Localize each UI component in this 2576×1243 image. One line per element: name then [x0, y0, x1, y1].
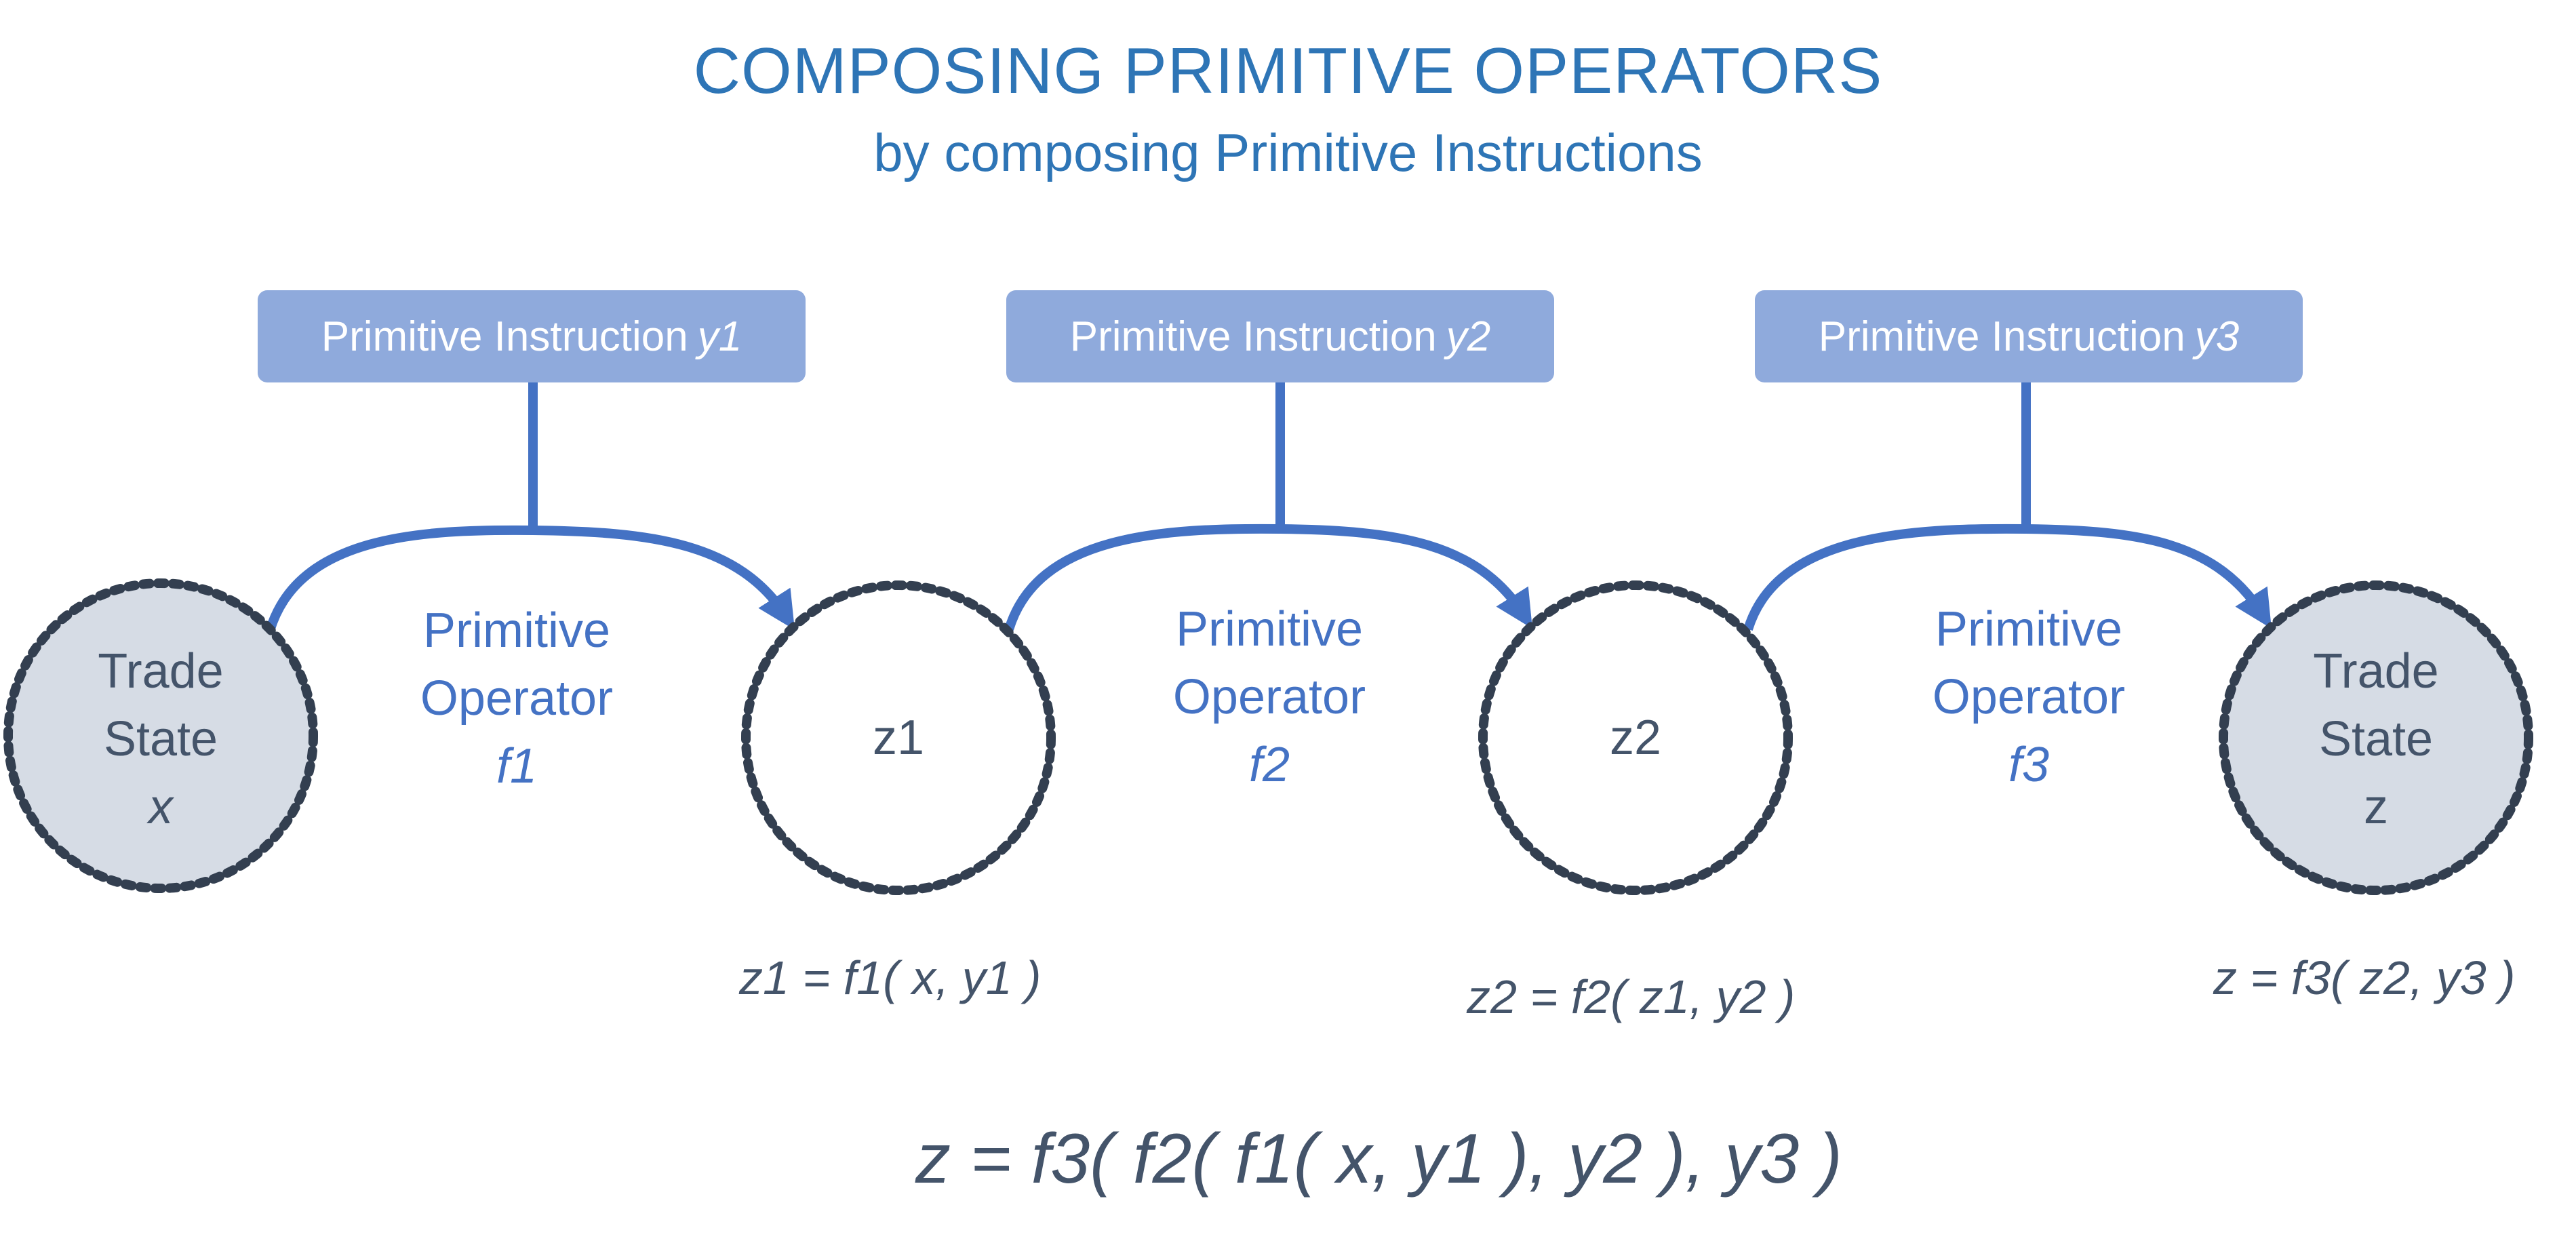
instruction-var: y3 [2194, 313, 2240, 360]
equation-z: z = f3( z2, y3 ) [2213, 951, 2516, 1004]
operator-line2: Operator [420, 671, 614, 726]
operator-line2: Operator [1932, 670, 2126, 724]
z1-node [741, 580, 1056, 895]
instruction-var: y1 [697, 313, 742, 360]
instruction-box-y1: Primitive Instruction y1 [258, 290, 806, 382]
diagram-title: COMPOSING PRIMITIVE OPERATORS [693, 35, 1883, 107]
operator-line2: Operator [1172, 670, 1366, 724]
operator-line1: Primitive [1175, 602, 1363, 656]
z2-node [1478, 580, 1793, 895]
equation-z2: z2 = f2( z1, y2 ) [1467, 970, 1796, 1023]
trade-state-z-label: Trade State z [2240, 637, 2512, 841]
node-var: z [2364, 780, 2388, 834]
z1-label: z1 [872, 711, 925, 765]
diagram-subtitle: by composing Primitive Instructions [873, 123, 1703, 182]
trade-state-x-label: Trade State x [25, 637, 296, 841]
instruction-var: y2 [1446, 313, 1491, 360]
operator-label-f2: Primitive Operator f2 [1100, 595, 1439, 799]
node-line2: State [103, 712, 218, 766]
instruction-box-y3: Primitive Instruction y3 [1755, 290, 2303, 382]
operator-arrow-f1 [265, 525, 795, 633]
node-line2: State [2318, 712, 2434, 766]
operator-line1: Primitive [1935, 602, 2122, 656]
final-composition-equation: z = f3( f2( f1( x, y1 ), y2 ), y3 ) [915, 1120, 1842, 1198]
trade-state-x-node [3, 578, 318, 893]
node-var: x [148, 780, 173, 834]
operator-fn: f1 [496, 739, 538, 793]
instruction-box-y2: Primitive Instruction y2 [1006, 290, 1554, 382]
operator-arrow-f2 [1004, 524, 1532, 631]
instruction-label: Primitive Instruction [321, 313, 688, 360]
equation-z1: z1 = f1( x, y1 ) [739, 951, 1042, 1004]
node-line1: Trade [98, 644, 224, 698]
operator-label-f3: Primitive Operator f3 [1859, 595, 2198, 799]
z2-label: z2 [1609, 711, 1662, 765]
operator-arrow-f3 [1743, 524, 2272, 631]
instruction-label: Primitive Instruction [1818, 313, 2185, 360]
node-line1: Trade [2313, 644, 2439, 698]
operator-line1: Primitive [422, 604, 610, 658]
instruction-label: Primitive Instruction [1069, 313, 1437, 360]
operator-fn: f2 [1248, 738, 1290, 792]
trade-state-z-node [2219, 580, 2533, 895]
operator-label-f1: Primitive Operator f1 [347, 597, 686, 800]
operator-fn: f3 [2008, 738, 2050, 792]
